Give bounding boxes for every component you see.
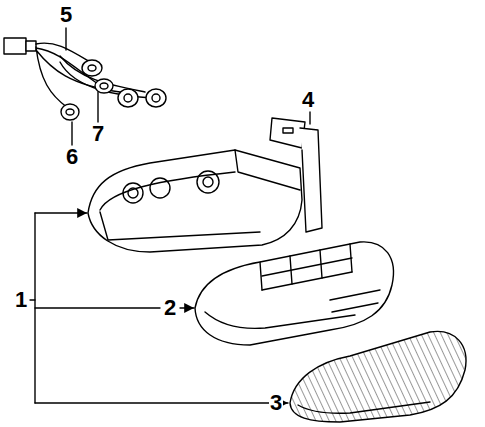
callout-number: 4 <box>301 89 315 111</box>
callout-number: 6 <box>65 146 79 168</box>
callout-number: 7 <box>91 123 105 145</box>
callout-number: 2 <box>163 297 177 319</box>
wiring-harness <box>4 38 166 120</box>
callout-number: 3 <box>269 392 283 414</box>
lamp-housing <box>88 150 302 252</box>
lamp-lens <box>195 242 393 345</box>
callout-number: 5 <box>59 4 73 26</box>
callout-number: 1 <box>14 289 28 311</box>
lamp-lens <box>290 331 466 422</box>
